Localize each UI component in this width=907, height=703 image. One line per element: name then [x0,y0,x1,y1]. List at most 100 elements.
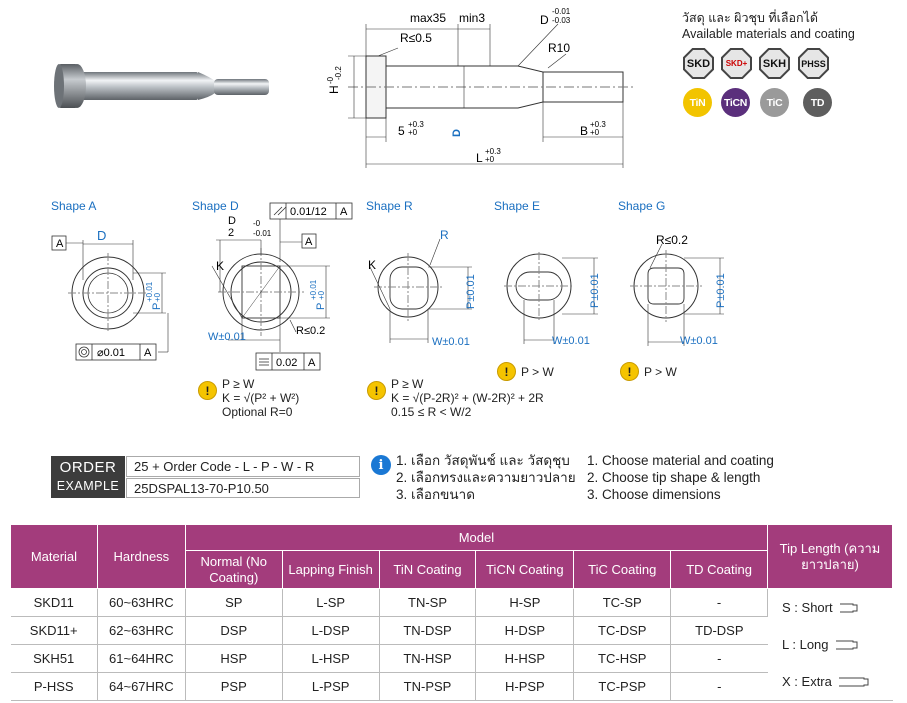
cell-tip-lengths: S : Short L : Long X : Extra [767,588,893,701]
coating-badge-ticn: TiCN [721,88,750,117]
cell-model-code: - [670,588,769,617]
cell-model-code: H-HSP [475,644,575,673]
cell-material: SKH51 [10,644,98,673]
svg-text:K: K [216,259,224,273]
cell-model-code: H-DSP [475,616,575,645]
svg-text:-0.01: -0.01 [253,229,272,238]
order-code-format: 25 + Order Code - L - P - W - R [126,456,360,477]
svg-text:W±0.01: W±0.01 [680,335,718,347]
materials-title-en: Available materials and coating [682,27,855,41]
cell-model-code: - [670,672,768,701]
material-badge-phss: PHSS [798,48,829,79]
dim-d-label: D [540,13,549,27]
svg-text:-0.01: -0.01 [552,7,571,16]
header-model: Model [184,524,769,551]
svg-text:+0: +0 [590,128,600,137]
shape-d-title: Shape D [192,199,239,213]
cell-model-code: L-HSP [282,644,380,673]
cell-model-code: PSP [185,672,283,701]
header-model-td: TD Coating [670,550,769,589]
warning-icon: ! [620,362,639,381]
svg-text:A: A [305,236,313,248]
header-hardness: Hardness [96,524,186,589]
cell-model-code: TC-DSP [573,616,672,645]
svg-text:W±0.01: W±0.01 [432,336,470,348]
svg-text:A: A [340,206,348,218]
cell-model-code: - [670,644,768,673]
shape-a-title: Shape A [51,199,97,213]
shape-g-drawing: R≤0.2 P±0.01 W±0.01 [630,233,727,347]
svg-text:A: A [308,357,316,369]
svg-text:+0: +0 [317,290,326,300]
tip-length-label: X : Extra [782,674,832,689]
cell-model-code: TN-HSP [379,644,477,673]
shape-e-title: Shape E [494,199,541,213]
cell-material: SKD11 [10,588,98,617]
svg-text:P: P [315,303,327,310]
materials-caption: วัสดุ และ ผิวชุบ ที่เลือกได้ Available m… [682,10,855,42]
cell-model-code: H-SP [475,588,575,617]
svg-text:P±0.01: P±0.01 [589,273,601,308]
svg-text:P: P [151,303,163,310]
cell-model-code: HSP [185,644,283,673]
cell-hardness: 60~63HRC [97,588,186,617]
svg-text:+0.3: +0.3 [590,120,606,129]
cell-model-code: SP [185,588,283,617]
svg-text:A: A [144,347,152,359]
tip-shape-icon [835,640,858,649]
shape-a-dt: D [97,228,106,243]
svg-text:-0: -0 [326,76,335,84]
material-badge-skd: SKD [683,48,714,79]
svg-text:+0.3: +0.3 [408,120,424,129]
tip-length-label: L : Long [782,637,829,652]
header-model-normal: Normal (No Coating) [184,550,283,589]
shape-g-title: Shape G [618,199,666,213]
svg-text:K: K [368,258,376,272]
cell-model-code: TN-PSP [379,672,477,701]
svg-text:P±0.01: P±0.01 [715,273,727,308]
steps-en: 1. Choose material and coating 2. Choose… [587,453,774,502]
cell-model-code: TC-PSP [573,672,672,701]
material-badge-skd-plus: SKD+ [721,48,752,79]
order-code-example: 25DSPAL13-70-P10.50 [126,478,360,498]
coating-badge-tin: TiN [683,88,712,117]
svg-text:D: D [228,215,236,227]
svg-text:A: A [56,238,64,250]
tip-shape-icon [839,603,858,612]
cell-hardness: 62~63HRC [97,616,186,645]
coating-badge-td: TD [803,88,832,117]
header-material: Material [10,524,98,589]
dim-r05: R≤0.5 [400,31,432,45]
svg-text:P±0.01: P±0.01 [465,274,477,309]
tip-length-item: S : Short [782,589,892,626]
cell-hardness: 61~64HRC [97,644,186,673]
svg-text:+0: +0 [485,155,495,164]
shape-e-drawing: P±0.01 W±0.01 [504,252,601,346]
tip-length-item: X : Extra [782,663,892,700]
shape-a-drawing: A D ⌀0.01 A P +0.01 +0 [51,228,169,361]
svg-text:R: R [440,228,449,242]
dim-b: B [580,124,588,138]
header-model-tic: TiC Coating [573,550,672,589]
materials-title-th: วัสดุ และ ผิวชุบ ที่เลือกได้ [682,11,819,25]
dim-h: H [327,85,341,94]
cell-model-code: H-PSP [475,672,575,701]
header-model-ticn: TiCN Coating [475,550,575,589]
shape-r-drawing: R K P±0.01 W±0.01 [368,228,477,348]
tip-length-label: S : Short [782,600,833,615]
cell-model-code: DSP [185,616,283,645]
tip-shape-icon [838,677,869,686]
steps-th: 1. เลือก วัสดุพันช์ และ วัสดุชุบ 2. เลือ… [396,453,576,502]
model-table: Material Hardness Model Tip Length (ความ… [10,524,893,701]
punch-side-drawing: max35 min3 D -0.01 -0.03 R≤0.5 R10 H -0 … [326,7,633,168]
cell-hardness: 64~67HRC [97,672,186,701]
shape-r-notes: P ≥ W K = √(P-2R)² + (W-2R)² + 2R 0.15 ≤… [391,377,544,419]
dim-r10: R10 [548,41,570,55]
svg-text:+0.01: +0.01 [309,279,318,300]
cell-model-code: TN-DSP [379,616,477,645]
dim-5: 5 [398,124,405,138]
cell-model-code: TC-SP [573,588,672,617]
